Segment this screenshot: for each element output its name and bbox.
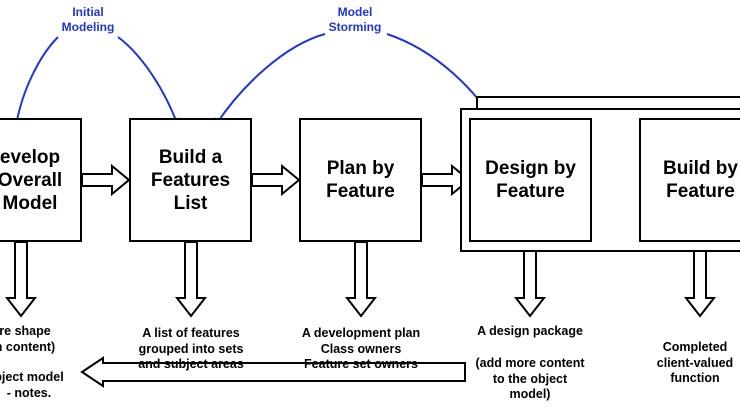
design-by-feature-box: Design by Feature — [469, 118, 592, 242]
flow-arrow-features-to-plan — [251, 163, 301, 197]
initial-modeling-label: Initial Modeling — [61, 5, 115, 34]
initial-modeling-arc-left — [12, 36, 59, 128]
output-arrow-features — [174, 241, 208, 318]
output-arrow-plan — [344, 241, 378, 318]
model-storming-label: Model Storming — [328, 5, 382, 34]
plan-by-feature-box: Plan by Feature — [299, 118, 422, 242]
feedback-arrow — [80, 356, 466, 388]
build-output: Completed client-valued function — [656, 340, 734, 385]
output-arrow-design — [513, 249, 547, 318]
build-by-feature-box: Build by Feature — [639, 118, 740, 242]
design-package-output: A design package — [477, 324, 583, 338]
model-storming-arc-left — [214, 33, 326, 128]
develop-model-output: re shape n content) — [0, 324, 56, 354]
initial-modeling-arc-right — [117, 36, 180, 128]
output-arrow-develop — [4, 241, 38, 318]
features-list-output: A list of features grouped into sets and… — [138, 326, 244, 371]
plan-output: A development plan Class owners Feature … — [301, 326, 421, 371]
develop-model-notes: bject model - notes. — [0, 370, 64, 400]
output-arrow-build — [683, 243, 717, 318]
design-package-note: (add more content to the object model) — [475, 356, 585, 401]
build-features-list-box: Build a Features List — [129, 118, 252, 242]
develop-model-box: evelop Overall Model — [0, 118, 82, 242]
flow-arrow-develop-to-features — [81, 163, 131, 197]
